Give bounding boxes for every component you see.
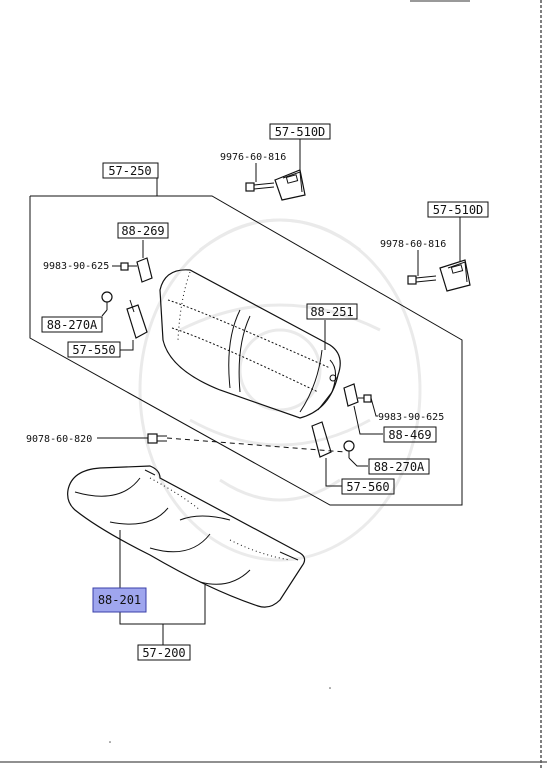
label-88-270a-left: 88-270A	[47, 318, 98, 332]
label-box-57-250	[102, 162, 159, 179]
hinge-bracket-top	[274, 150, 306, 201]
label-9976-60-816: 9976-60-816	[220, 152, 286, 163]
label-box-88-270a-right	[368, 458, 430, 475]
pin-88-270a-right	[343, 440, 368, 467]
bracket-57-560	[311, 421, 342, 487]
label-88-201: 88-201	[98, 593, 141, 607]
label-88-469: 88-469	[388, 428, 431, 442]
bolt-9976-60-816	[245, 163, 275, 192]
clip-9983-90-625-right	[358, 394, 378, 417]
label-box-88-469	[383, 426, 437, 443]
label-57-550: 57-550	[72, 343, 115, 357]
hook-88-469	[343, 383, 383, 435]
label-9978-60-816: 9978-60-816	[380, 239, 446, 250]
watermark-emblem	[138, 218, 422, 562]
label-box-57-550	[67, 341, 121, 358]
label-88-269: 88-269	[121, 224, 164, 238]
label-box-57-560	[341, 478, 395, 495]
label-88-251: 88-251	[310, 305, 353, 319]
label-9983-90-625-right: 9983-90-625	[378, 412, 444, 423]
label-88-270a-right: 88-270A	[374, 460, 425, 474]
label-57-560: 57-560	[346, 480, 389, 494]
label-57-250: 57-250	[108, 164, 151, 178]
label-box-88-270a-left	[41, 316, 103, 333]
label-57-200: 57-200	[142, 646, 185, 660]
label-9983-90-625-left: 9983-90-625	[43, 261, 109, 272]
bracket-57-550	[120, 299, 148, 351]
speck	[109, 741, 111, 743]
pin-88-270a-left	[101, 291, 113, 317]
bolt-9078-60-820	[97, 433, 346, 453]
label-9078-60-820: 9078-60-820	[26, 434, 92, 445]
label-box-88-201-highlight[interactable]	[92, 587, 147, 613]
clip-9983-90-625-left	[112, 262, 137, 271]
seatback-cushion	[159, 269, 341, 419]
seat-cushion	[67, 465, 306, 608]
label-box-88-251	[306, 303, 358, 320]
label-box-57-200	[137, 644, 191, 661]
speck	[329, 687, 331, 689]
label-57-510d-top: 57-510D	[275, 125, 326, 139]
label-57-510d-right: 57-510D	[433, 203, 484, 217]
label-box-88-269	[117, 222, 169, 239]
label-box-57-510d-right	[427, 201, 489, 218]
hook-88-269	[136, 240, 153, 283]
hinge-bracket-right	[439, 217, 471, 292]
seatback-assembly-frame	[29, 195, 463, 506]
bolt-9978-60-816	[407, 250, 437, 285]
